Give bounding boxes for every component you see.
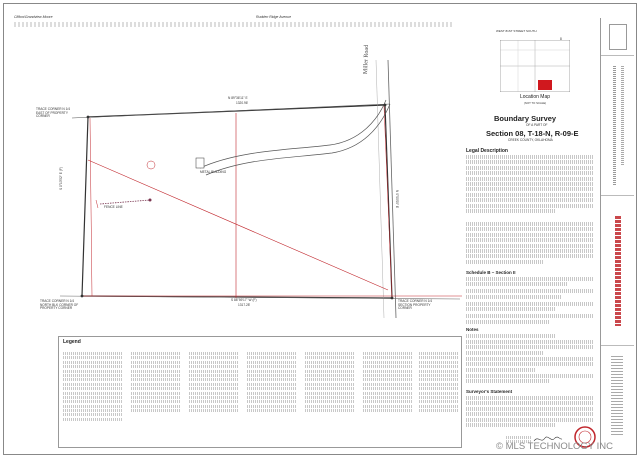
survey-of-part: OF A PART OF	[526, 123, 548, 127]
corner-sw-label: TRACE CORNER N 1/4 NORTH BLK CORNER OF P…	[40, 299, 79, 311]
north-distance: 1320.96'	[236, 101, 249, 105]
title-block-sheet-cell	[601, 346, 634, 448]
legal-description-body-2	[466, 222, 594, 265]
title-block-company-cell	[601, 196, 634, 346]
survey-section: Section 08, T-18-N, R-09-E	[486, 129, 579, 138]
location-map-site	[538, 80, 552, 90]
surveyor-signature	[533, 436, 563, 442]
legal-description-body	[466, 155, 594, 214]
survey-title: Boundary Survey	[494, 114, 557, 123]
legend-col-4	[247, 352, 297, 413]
title-block-logo-cell	[601, 18, 634, 56]
schedule-heading: Schedule B – Section II	[466, 270, 516, 275]
fence-label: FENCE LINE	[104, 205, 123, 209]
legend-heading: Legend	[63, 339, 81, 345]
legend-col-3	[189, 352, 239, 413]
corner-se-label: TRACE CORNER N 1/4 SECTION PROPERTY CORN…	[398, 299, 433, 311]
easement-line-a	[87, 159, 389, 291]
surveyor-seal	[574, 426, 596, 448]
corner-nw-label: TRACE CORNER N 1/4 EAST OF PROPERTY CORN…	[36, 107, 71, 119]
location-map	[500, 40, 570, 92]
sheet-border	[3, 3, 637, 455]
title-block-project-cell	[601, 56, 634, 196]
legend-panel	[58, 336, 462, 448]
header-left-label: Clifton/Grandview Moore	[14, 15, 53, 19]
notes-heading: Notes	[466, 327, 479, 332]
south-bearing: S 88°59'17" W (F)	[231, 298, 257, 302]
watermark: © MLS TECHNOLOGY INC	[496, 441, 613, 452]
south-distance: 1317.28'	[238, 303, 251, 307]
legend-col-7	[419, 352, 459, 413]
miller-road-line	[387, 59, 397, 319]
road-name-label: Miller Road	[363, 44, 371, 75]
legal-description-heading: Legal Description	[466, 148, 508, 154]
schedule-body	[466, 277, 594, 325]
metal-building	[195, 157, 205, 169]
notes-body	[466, 334, 594, 384]
north-bearing: N 89°36'11" E	[228, 96, 248, 100]
surveyor-heading: Surveyor's Statement	[466, 389, 513, 394]
east-bearing: N 0°00'00" E	[395, 190, 399, 209]
legend-col-6	[363, 352, 413, 413]
legend-grid	[63, 352, 463, 444]
legend-col-5	[305, 352, 355, 413]
survey-county: CREEK COUNTY, OKLAHOMA	[508, 138, 553, 142]
surveyor-block	[506, 436, 532, 445]
legend-col-2	[131, 352, 181, 413]
location-map-subcaption: (NOT TO SCALE)	[524, 101, 547, 105]
driveway-path	[199, 99, 391, 176]
top-strip	[14, 22, 454, 27]
fence-line	[99, 199, 151, 205]
surveyor-body	[466, 396, 594, 428]
location-map-section: 8	[560, 37, 562, 41]
building-label: METAL BUILDING	[200, 170, 227, 174]
west-bearing: S 0°13'52" E (F)	[59, 167, 63, 190]
legend-col-1	[63, 352, 123, 422]
location-map-caption: Location Map	[520, 94, 551, 100]
title-block-sidebar	[600, 18, 634, 448]
header-center-label: Rudden Ridge Avenue	[256, 15, 292, 19]
location-map-road-label: WEST 81ST STREET SOUTH	[496, 29, 537, 33]
